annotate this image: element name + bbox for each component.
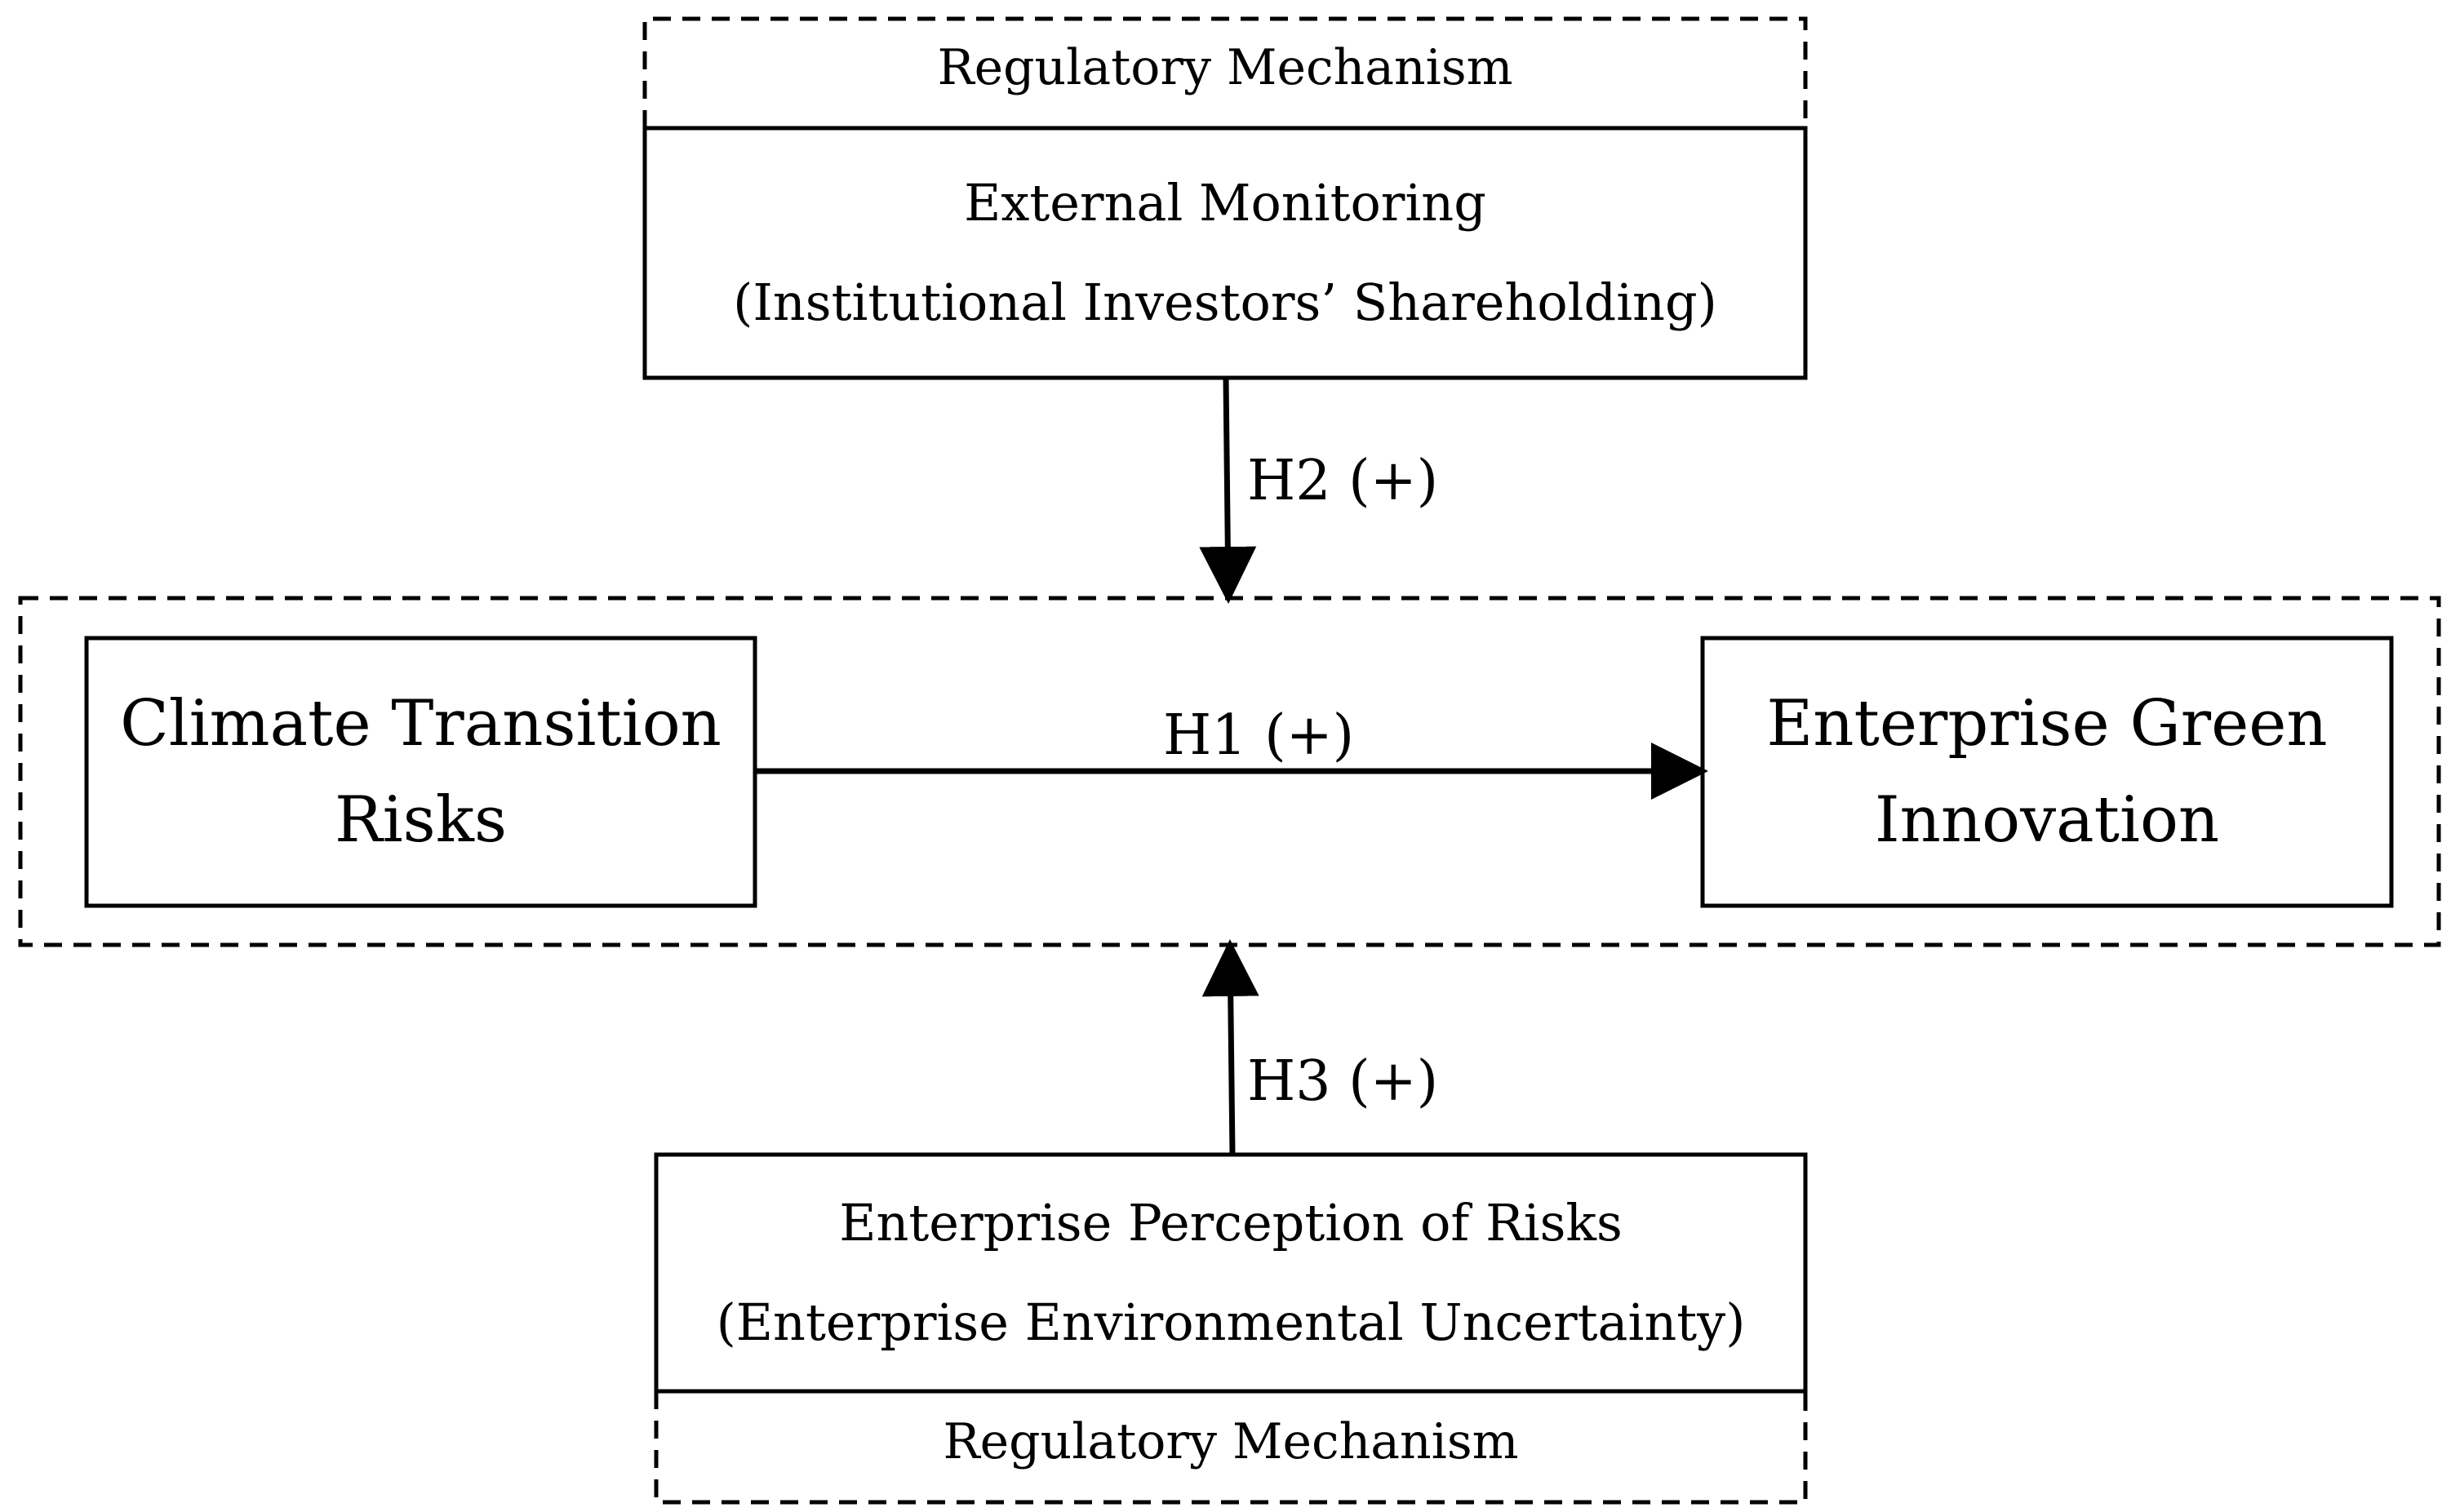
- top-regulatory-mechanism-label: Regulatory Mechanism: [937, 39, 1513, 96]
- h3-label: H3 (+): [1247, 1049, 1439, 1114]
- enterprise-green-innovation-line2: Innovation: [1874, 783, 2220, 857]
- h3-arrow: [1201, 939, 1259, 1155]
- climate-transition-risks-line2: Risks: [335, 783, 507, 857]
- top-mechanism-dashed-frame: [642, 16, 1808, 128]
- enterprise-perception-label: Enterprise Perception of Risks (Enterpri…: [656, 1155, 1805, 1391]
- enterprise-perception-subtitle: (Enterprise Environmental Uncertainty): [716, 1293, 1746, 1352]
- bottom-regulatory-mechanism-label: Regulatory Mechanism: [943, 1413, 1519, 1470]
- bottom-mechanism-dashed-frame: [654, 1391, 1808, 1505]
- external-monitoring-box: [642, 126, 1808, 380]
- h2-arrow: [1199, 377, 1257, 604]
- climate-transition-risks-label: Climate Transition Risks: [87, 638, 755, 906]
- enterprise-green-innovation-line1: Enterprise Green: [1766, 687, 2328, 760]
- climate-transition-risks-line1: Climate Transition: [120, 687, 722, 760]
- enterprise-green-innovation-label: Enterprise Green Innovation: [1703, 638, 2391, 906]
- h1-label: H1 (+): [1163, 703, 1355, 768]
- external-monitoring-title: External Monitoring: [964, 173, 1486, 233]
- enterprise-perception-title: Enterprise Perception of Risks: [839, 1193, 1623, 1253]
- external-monitoring-subtitle: (Institutional Investors’ Shareholding): [733, 273, 1717, 332]
- top-mechanism-group: [642, 16, 1808, 380]
- h2-label: H2 (+): [1247, 449, 1439, 513]
- external-monitoring-label: External Monitoring (Institutional Inves…: [645, 128, 1805, 378]
